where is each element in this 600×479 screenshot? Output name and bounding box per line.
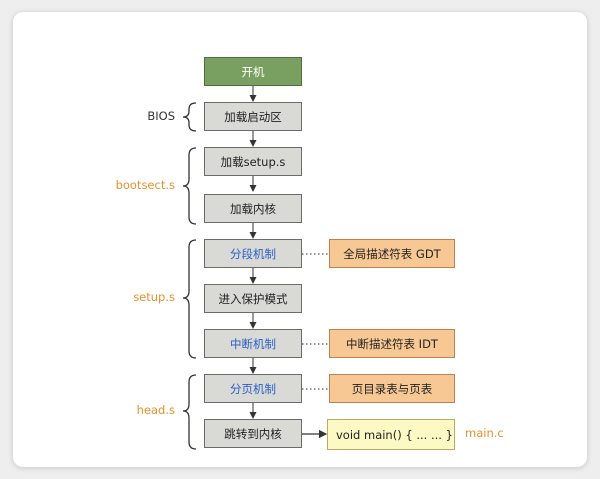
brace-setup	[182, 239, 197, 359]
power-on-box: 开机	[204, 57, 302, 86]
paging-box: 分页机制	[204, 374, 302, 403]
bios-label: BIOS	[147, 109, 175, 123]
setup-label: setup.s	[133, 290, 175, 304]
page-table-note: 页目录表与页表	[329, 374, 455, 403]
segmentation-box: 分段机制	[204, 239, 302, 268]
head-label: head.s	[136, 403, 175, 417]
load-boot-sector-box: 加载启动区	[204, 102, 302, 131]
brace-bios	[182, 102, 197, 132]
jump-kernel-box: 跳转到内核	[204, 419, 302, 448]
idt-note: 中断描述符表 IDT	[329, 329, 455, 358]
bootsect-label: bootsect.s	[115, 178, 175, 192]
gdt-note: 全局描述符表 GDT	[329, 239, 455, 268]
brace-head	[182, 374, 197, 450]
protected-mode-box: 进入保护模式	[204, 284, 302, 313]
main-c-label: main.c	[465, 426, 504, 440]
load-setup-box: 加载setup.s	[204, 147, 302, 176]
load-kernel-box: 加载内核	[204, 194, 302, 223]
interrupt-box: 中断机制	[204, 329, 302, 358]
brace-bootsect	[182, 147, 197, 225]
main-code-box: void main() { ... ... }	[327, 419, 455, 450]
